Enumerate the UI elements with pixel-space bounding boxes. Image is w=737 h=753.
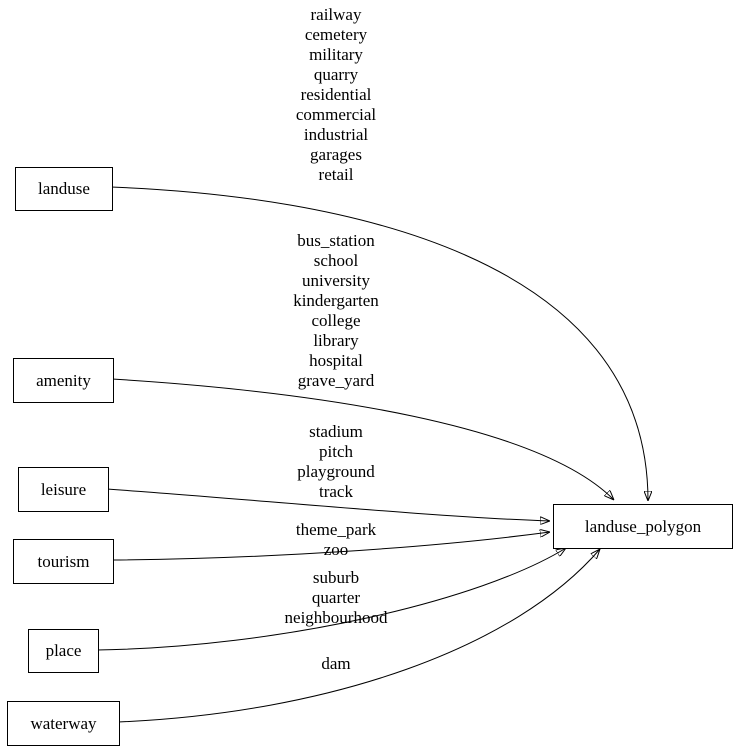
node-landuse_polygon-label: landuse_polygon	[584, 516, 702, 536]
node-landuse_polygon: landuse_polygon	[553, 504, 733, 549]
node-leisure: leisure	[18, 467, 109, 512]
node-tourism-label: tourism	[37, 551, 90, 571]
node-tourism: tourism	[13, 539, 114, 584]
node-leisure-label: leisure	[40, 479, 87, 499]
node-waterway-label: waterway	[30, 713, 97, 733]
edge-label-tourism: theme_park zoo	[295, 520, 377, 559]
node-amenity: amenity	[13, 358, 114, 403]
edge-waterway-to-landuse_polygon	[117, 549, 600, 723]
node-place: place	[28, 629, 99, 673]
node-waterway: waterway	[7, 701, 120, 746]
edge-label-waterway: dam	[321, 654, 351, 673]
node-amenity-label: amenity	[36, 370, 91, 390]
edge-label-place: suburb quarter neighbourhood	[284, 568, 388, 627]
edge-tourism-to-landuse_polygon	[111, 532, 550, 561]
edge-place-to-landuse_polygon	[96, 548, 566, 651]
edge-amenity-to-landuse_polygon	[111, 378, 614, 500]
node-landuse-label: landuse	[38, 179, 90, 198]
edge-label-leisure: stadium pitch playground track	[297, 422, 375, 501]
node-landuse: landuse	[15, 167, 113, 211]
node-place-label: place	[45, 641, 82, 660]
edge-landuse-to-landuse_polygon	[110, 186, 648, 501]
edge-label-landuse: railway cemetery military quarry residen…	[295, 5, 377, 184]
edge-leisure-to-landuse_polygon	[106, 488, 550, 521]
edge-label-amenity: bus_station school university kindergart…	[293, 231, 379, 390]
